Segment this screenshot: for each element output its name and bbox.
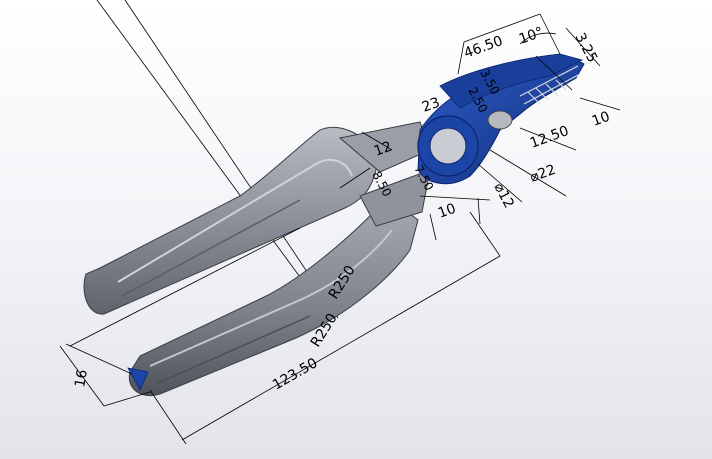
- dim-46-50[interactable]: 46.50: [462, 33, 505, 62]
- dim-16[interactable]: 16: [72, 368, 91, 388]
- pivot-hole: [429, 127, 467, 165]
- dim-23[interactable]: 23: [420, 95, 442, 116]
- lower-handle[interactable]: [127, 169, 431, 396]
- pliers-head[interactable]: [417, 53, 585, 185]
- construction-line-b: [124, 0, 339, 319]
- dim-12[interactable]: 12: [372, 139, 394, 160]
- dim-diameter-22[interactable]: ⌀22: [528, 162, 558, 186]
- dim-12-50[interactable]: 12.50: [528, 123, 571, 152]
- dim-diameter-12[interactable]: ⌀12: [490, 180, 516, 211]
- dimension-lines: [59, 13, 621, 445]
- dim-123-50[interactable]: 123.50: [270, 355, 320, 393]
- construction-line-a: [96, 0, 331, 319]
- dim-10-right[interactable]: 10: [590, 109, 612, 130]
- dim-10-lower[interactable]: 10: [436, 201, 458, 222]
- upper-handle[interactable]: [83, 121, 431, 315]
- dim-10-deg[interactable]: 10°: [517, 24, 546, 48]
